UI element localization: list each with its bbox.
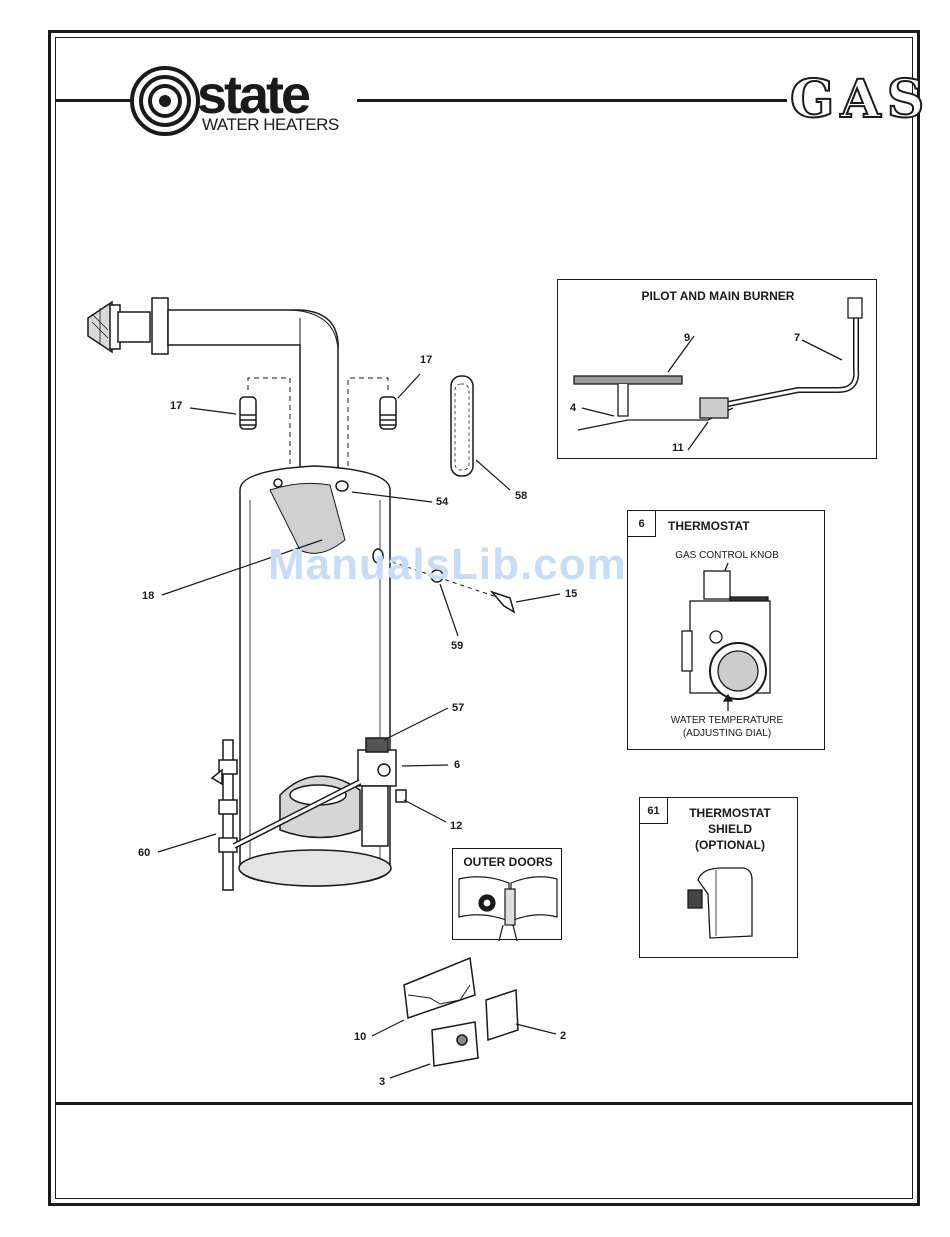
callout-10: 10: [354, 1031, 366, 1043]
gas-valve: [358, 738, 406, 846]
callout-17-right: 17: [420, 354, 432, 366]
callout-18: 18: [142, 590, 154, 602]
pilot-callout-9: 9: [684, 332, 690, 344]
outer-doors-drawing: [453, 849, 563, 941]
callout-57: 57: [452, 702, 464, 714]
callout-60: 60: [138, 847, 150, 859]
pilot-burner-panel: PILOT AND MAIN BURNER 9 7 4 11: [557, 279, 877, 459]
callout-6: 6: [454, 759, 460, 771]
callout-58: 58: [515, 490, 527, 502]
callout-59: 59: [451, 640, 463, 652]
outer-door-parts: [404, 958, 518, 1066]
callout-15: 15: [565, 588, 577, 600]
water-temperature-label: WATER TEMPERATURE: [628, 714, 826, 727]
callout-54: 54: [436, 496, 448, 508]
callout-12: 12: [450, 820, 462, 832]
shield-drawing: [640, 798, 799, 959]
outer-doors-panel: OUTER DOORS: [452, 848, 562, 940]
callout-2: 2: [560, 1030, 566, 1042]
callout-17-left: 17: [170, 400, 182, 412]
footer-rule: [55, 1102, 913, 1105]
pilot-callout-11: 11: [672, 442, 684, 454]
anode-rod: [451, 376, 473, 476]
pilot-callout-7: 7: [794, 332, 800, 344]
pilot-burner-drawing: [558, 280, 878, 460]
watermark-text: ManualsLib.com: [268, 540, 627, 590]
callout-3: 3: [379, 1076, 385, 1088]
vent-cap: [88, 298, 168, 354]
thermostat-panel: 6 THERMOSTAT GAS CONTROL KNOB WATER TEMP…: [627, 510, 825, 750]
pilot-callout-4: 4: [570, 402, 576, 414]
thermostat-shield-panel: 61 THERMOSTAT SHIELD (OPTIONAL): [639, 797, 798, 958]
adjusting-dial-label: (ADJUSTING DIAL): [628, 727, 826, 740]
